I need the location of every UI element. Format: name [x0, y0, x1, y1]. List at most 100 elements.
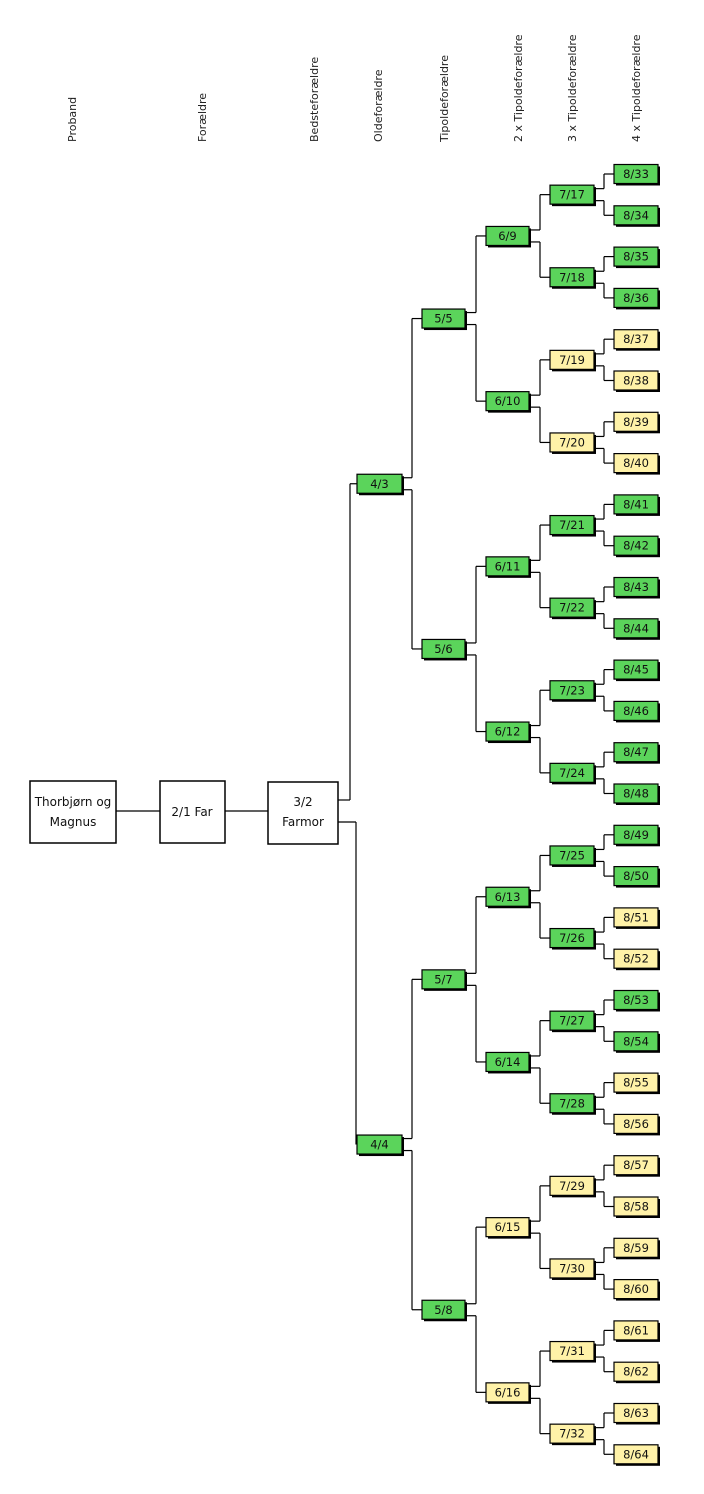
person-box-6-14: [485, 1051, 530, 1073]
person-box-5-5: [421, 308, 466, 329]
generation-header: Bedsteforældre: [308, 57, 321, 142]
person-box-7-31: [549, 1340, 595, 1362]
person-label: 7/22: [559, 601, 585, 615]
person-box-7-18: [549, 267, 595, 288]
person-label: 7/21: [559, 518, 585, 532]
generation-header: 4 x Tipoldeforældre: [630, 34, 643, 142]
person-label: 6/10: [495, 394, 521, 408]
grandmother-line1: 3/2: [293, 795, 312, 809]
person-label: 7/20: [559, 435, 585, 449]
person-label: 6/14: [495, 1055, 521, 1069]
person-box-5-6: [421, 638, 466, 660]
person-box-8-63: [613, 1402, 659, 1424]
person-label: 5/7: [434, 972, 453, 986]
person-label: 8/49: [623, 828, 649, 842]
person-label: 7/23: [559, 683, 585, 697]
person-box-8-45: [613, 659, 659, 680]
person-label: 8/46: [623, 704, 649, 718]
person-label: 8/43: [623, 580, 649, 594]
person-box-8-33: [613, 163, 659, 185]
person-label: 7/19: [559, 353, 585, 367]
person-box-8-35: [613, 246, 659, 267]
person-box-8-53: [613, 989, 659, 1011]
person-box-4-4: [356, 1134, 403, 1155]
person-box-8-52: [613, 948, 659, 969]
person-box-8-49: [613, 824, 659, 845]
person-box-7-17: [549, 184, 595, 205]
person-box-7-21: [549, 514, 595, 536]
person-box-7-24: [549, 762, 595, 783]
person-label: 7/31: [559, 1344, 585, 1358]
person-box-6-11: [485, 556, 530, 577]
person-label: 8/45: [623, 663, 649, 677]
person-box-8-36: [613, 287, 659, 308]
person-box-7-23: [549, 680, 595, 701]
person-label: 8/47: [623, 745, 649, 759]
person-label: 8/61: [623, 1323, 649, 1337]
person-label: 8/33: [623, 167, 649, 181]
person-box-8-43: [613, 576, 659, 598]
person-box-7-26: [549, 927, 595, 949]
person-box-8-56: [613, 1113, 659, 1135]
person-label: 8/36: [623, 291, 649, 305]
person-box-7-30: [549, 1258, 595, 1279]
person-label: 8/51: [623, 910, 649, 924]
person-label: 7/28: [559, 1096, 585, 1110]
person-box-7-19: [549, 349, 595, 370]
person-label: 8/64: [623, 1447, 649, 1461]
person-label: 8/56: [623, 1117, 649, 1131]
person-box-5-8: [421, 1299, 466, 1320]
person-box-7-28: [549, 1093, 595, 1114]
person-box-8-47: [613, 742, 659, 763]
person-label: 7/27: [559, 1014, 585, 1028]
person-box-8-62: [613, 1361, 659, 1382]
generation-headers: Proband Forældre Bedsteforældre Oldeforældr…: [66, 34, 643, 143]
generation-header: Forældre: [196, 93, 209, 142]
father-box: [159, 780, 226, 844]
person-label: 8/35: [623, 250, 649, 264]
person-label: 5/8: [434, 1303, 453, 1317]
person-box-8-37: [613, 329, 659, 350]
person-label: 6/15: [495, 1220, 521, 1234]
person-box-7-32: [549, 1423, 595, 1444]
proband-box: [29, 780, 117, 844]
person-box-8-51: [613, 907, 659, 928]
person-box-8-41: [613, 494, 659, 515]
person-label: 6/9: [498, 229, 517, 243]
person-box-7-27: [549, 1010, 595, 1031]
person-label: 7/25: [559, 848, 585, 862]
person-label: 8/63: [623, 1406, 649, 1420]
person-label: 8/42: [623, 539, 649, 553]
person-box-8-34: [613, 205, 659, 226]
person-box-7-20: [549, 432, 595, 453]
person-label: 8/41: [623, 497, 649, 511]
person-label: 8/59: [623, 1241, 649, 1255]
person-box-6-16: [485, 1382, 530, 1403]
person-label: 6/16: [495, 1385, 521, 1399]
person-label: 8/40: [623, 456, 649, 470]
person-box-8-57: [613, 1155, 659, 1176]
person-label: 8/53: [623, 993, 649, 1007]
person-label: 5/5: [434, 312, 453, 326]
person-box-8-59: [613, 1237, 659, 1258]
generation-header: Proband: [66, 97, 79, 142]
person-label: 4/3: [370, 477, 389, 491]
person-box-8-64: [613, 1444, 659, 1465]
grandmother-box: [267, 781, 339, 845]
person-label: 8/62: [623, 1365, 649, 1379]
proband-name-line2: Magnus: [50, 815, 97, 829]
person-box-4-3: [356, 473, 403, 494]
person-box-6-9: [485, 225, 530, 247]
person-label: 8/44: [623, 621, 649, 635]
person-label: 7/18: [559, 270, 585, 284]
person-box-8-58: [613, 1196, 659, 1217]
person-box-8-48: [613, 783, 659, 804]
person-label: 7/32: [559, 1427, 585, 1441]
person-box-7-29: [549, 1175, 595, 1196]
person-label: 8/37: [623, 332, 649, 346]
person-label: 8/52: [623, 952, 649, 966]
person-box-8-44: [613, 618, 659, 639]
person-box-8-50: [613, 865, 659, 887]
generation-header: Oldeforældre: [372, 69, 385, 142]
person-label: 7/17: [559, 188, 585, 202]
